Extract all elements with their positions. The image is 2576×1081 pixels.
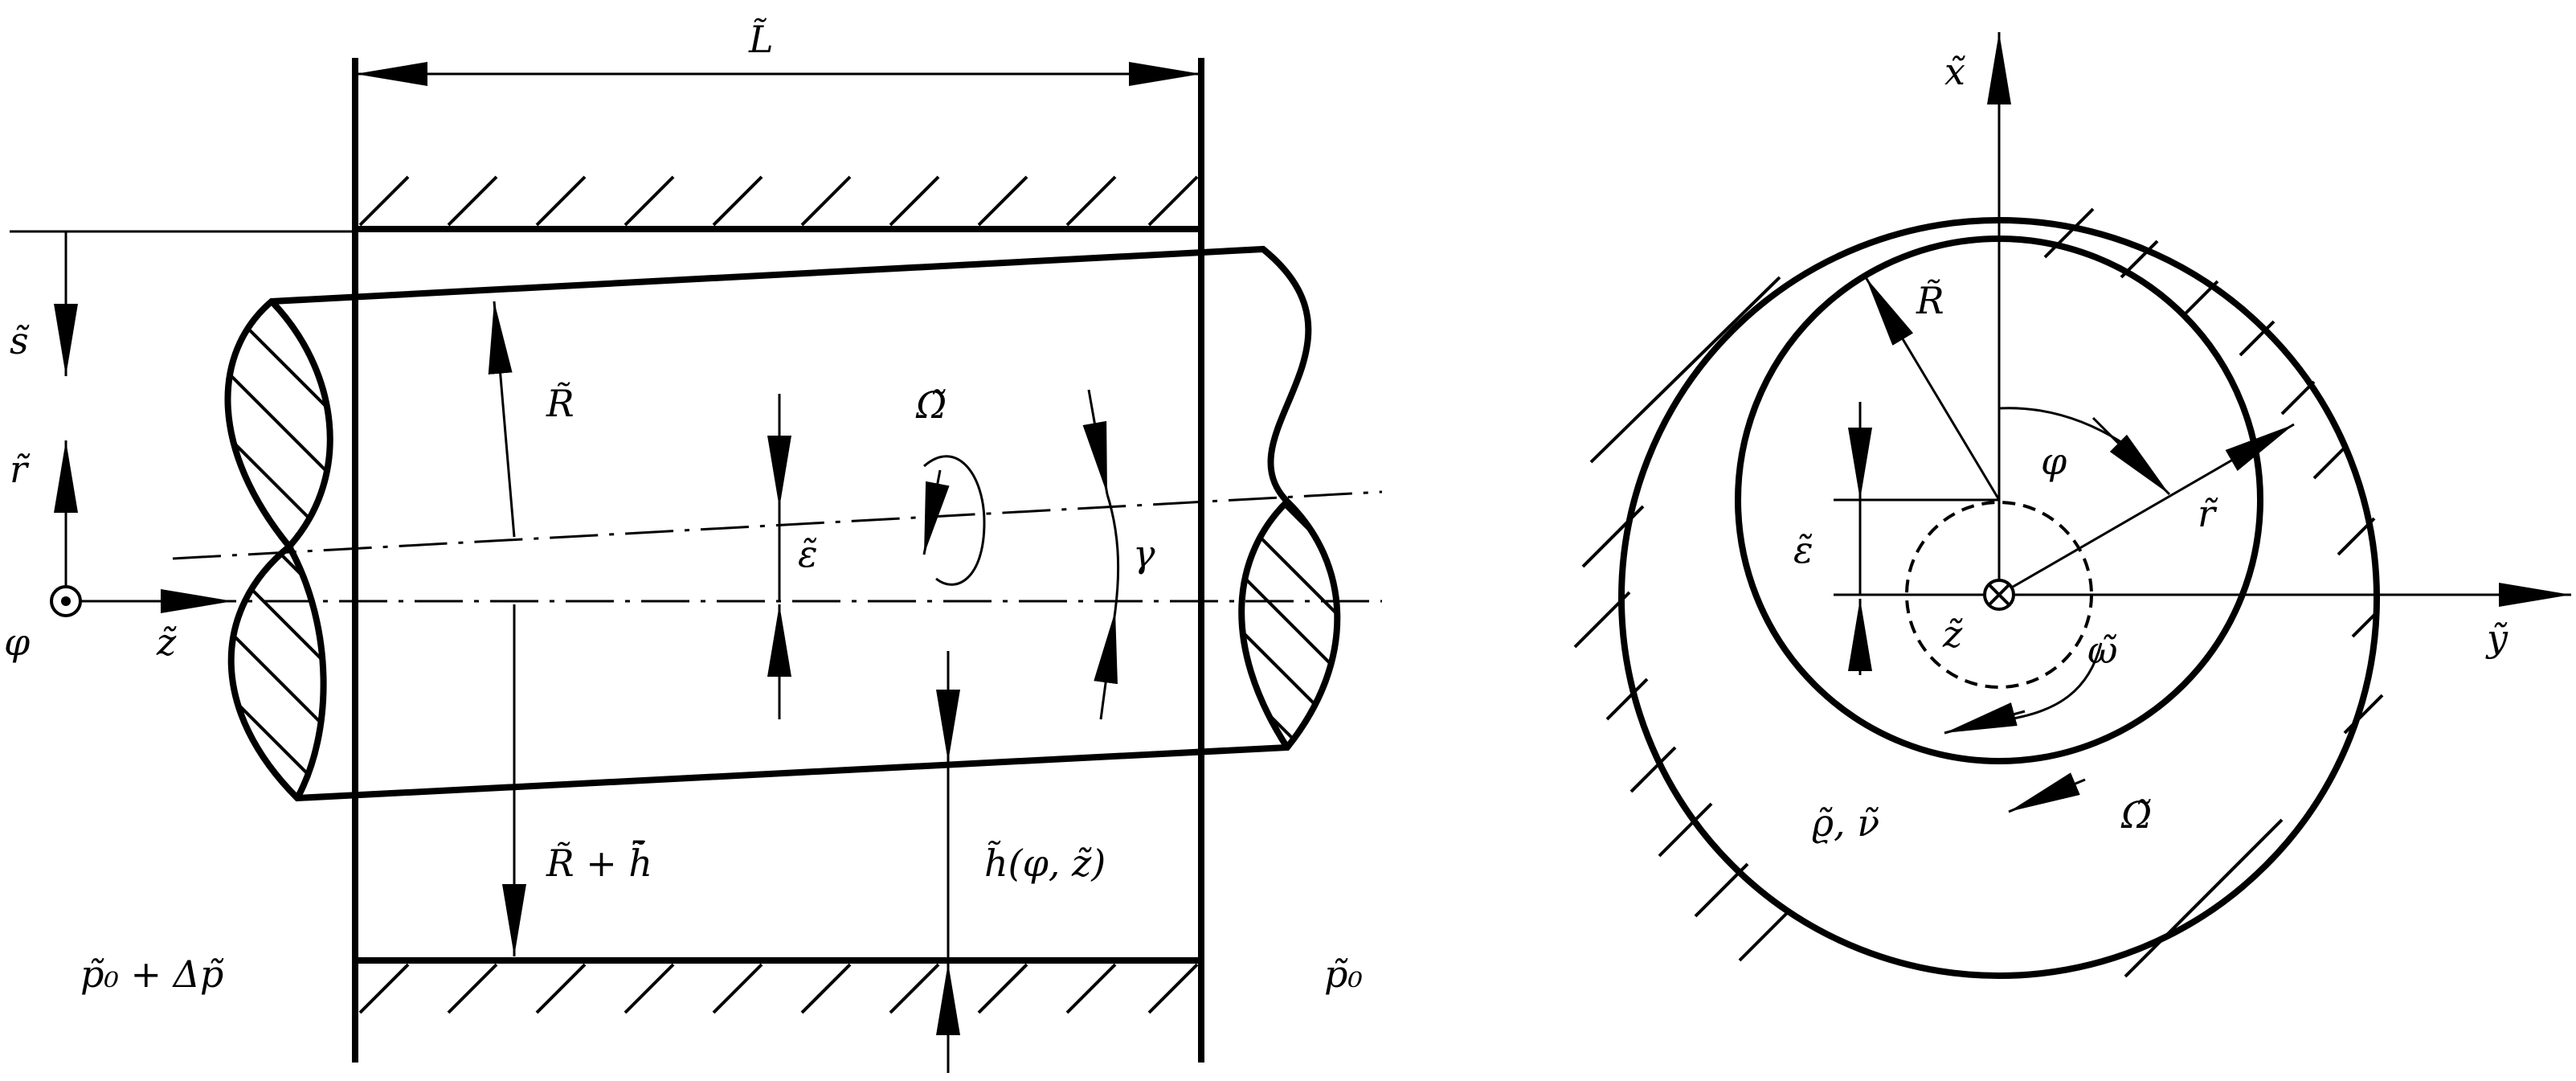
inlet-pressure-label: p̃₀ + Δp̃ <box>80 952 224 996</box>
shaft <box>224 245 1341 802</box>
s-label: s̃ <box>10 319 30 362</box>
gap-dimension-right: h̃(φ, z̃) <box>936 651 1106 1073</box>
length-dimension: L̃ <box>355 18 1201 86</box>
x-axis-label: x̃ <box>1944 50 1965 93</box>
y-axis-label: ỹ <box>2485 616 2509 660</box>
origin-point: φ <box>4 585 82 664</box>
radius-right: R̃ <box>1864 276 2001 501</box>
phi-right-label: φ <box>2041 440 2067 483</box>
side-view: L̃ <box>4 18 1383 1073</box>
gap-left-label: R̃ + h̃̄ <box>546 839 652 885</box>
spin-rotation: ω̃ <box>1944 629 2118 735</box>
precession-right: Ω̃ <box>2008 772 2152 837</box>
omega-big-left-label: Ω̃ <box>915 383 947 427</box>
r-vector: r̃ <box>1998 423 2295 596</box>
eccentricity-right: ε̃ <box>1793 402 1872 675</box>
z-axis-arrow: z̃ <box>80 589 233 664</box>
housing-hatch-top <box>358 175 1199 227</box>
cross-section-view: x̃ ỹ R̃ φ r̃ ε̃ <box>1573 32 2571 979</box>
radius-left-label: R̃ <box>546 382 574 425</box>
r-axis-label: r̃ <box>10 448 31 491</box>
gap-right-label: h̃(φ, z̃) <box>984 840 1106 885</box>
eps-left-label: ε̃ <box>798 532 818 575</box>
length-label: L̃ <box>748 18 774 61</box>
tilt-angle: γ <box>1082 389 1155 720</box>
omega-big-right-label: Ω̃ <box>2120 793 2152 837</box>
phi-left-label: φ <box>4 620 31 664</box>
eps-right-label: ε̃ <box>1793 528 1813 571</box>
bearing-housing <box>352 58 1204 1063</box>
radius-right-label: R̃ <box>1916 279 1944 322</box>
shaft-axis <box>172 490 1383 560</box>
r-axis-arrow: r̃ <box>10 440 78 593</box>
precession-rotation: Ω̃ <box>915 383 986 586</box>
s-dimension: s̃ <box>10 230 355 376</box>
z-right-label: z̃ <box>1942 612 1963 656</box>
fluid-properties-label: ϱ̃, ν̃ <box>1812 801 1879 845</box>
z-axis-label: z̃ <box>156 620 177 664</box>
gap-dimension-left: R̃ + h̃̄ <box>502 604 652 956</box>
r-right-label: r̃ <box>2198 492 2218 535</box>
phi-angle: φ <box>1998 407 2171 496</box>
eccentricity-dimension: ε̃ <box>767 394 818 719</box>
outlet-pressure-label: p̃₀ <box>1324 952 1363 996</box>
y-axis: ỹ <box>1834 583 2571 660</box>
shaft-section-hatch-right <box>1241 502 1338 747</box>
omega-small-label: ω̃ <box>2087 629 2118 672</box>
gamma-label: γ <box>1133 532 1155 575</box>
radius-dimension: R̃ <box>488 301 574 538</box>
housing-hatch-bottom <box>358 963 1199 1014</box>
center-into-page: z̃ <box>1942 579 2015 656</box>
x-axis: x̃ <box>1944 32 2011 595</box>
